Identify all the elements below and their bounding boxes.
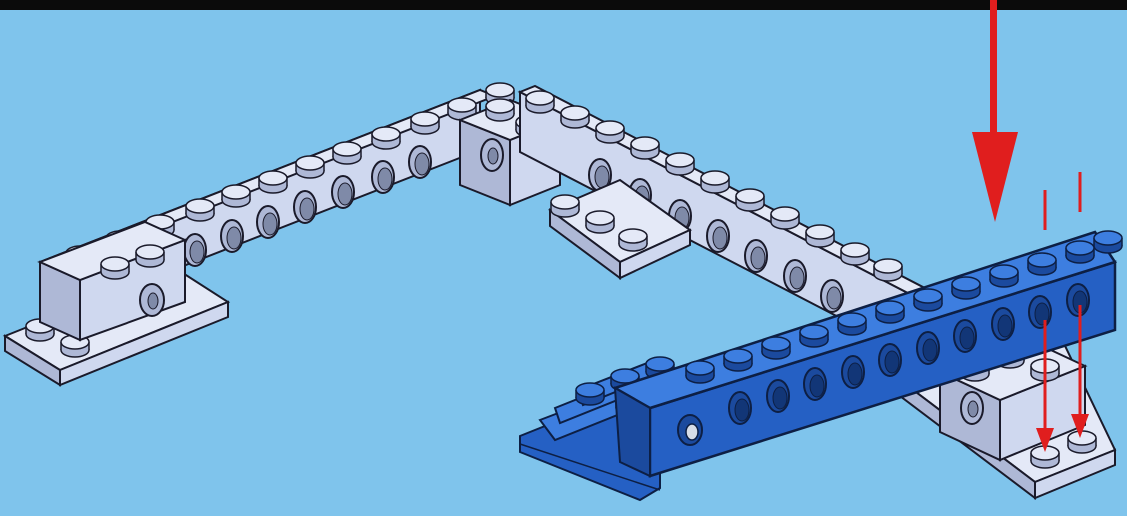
header-bar xyxy=(0,0,1127,10)
down-arrow-large xyxy=(972,0,1018,222)
